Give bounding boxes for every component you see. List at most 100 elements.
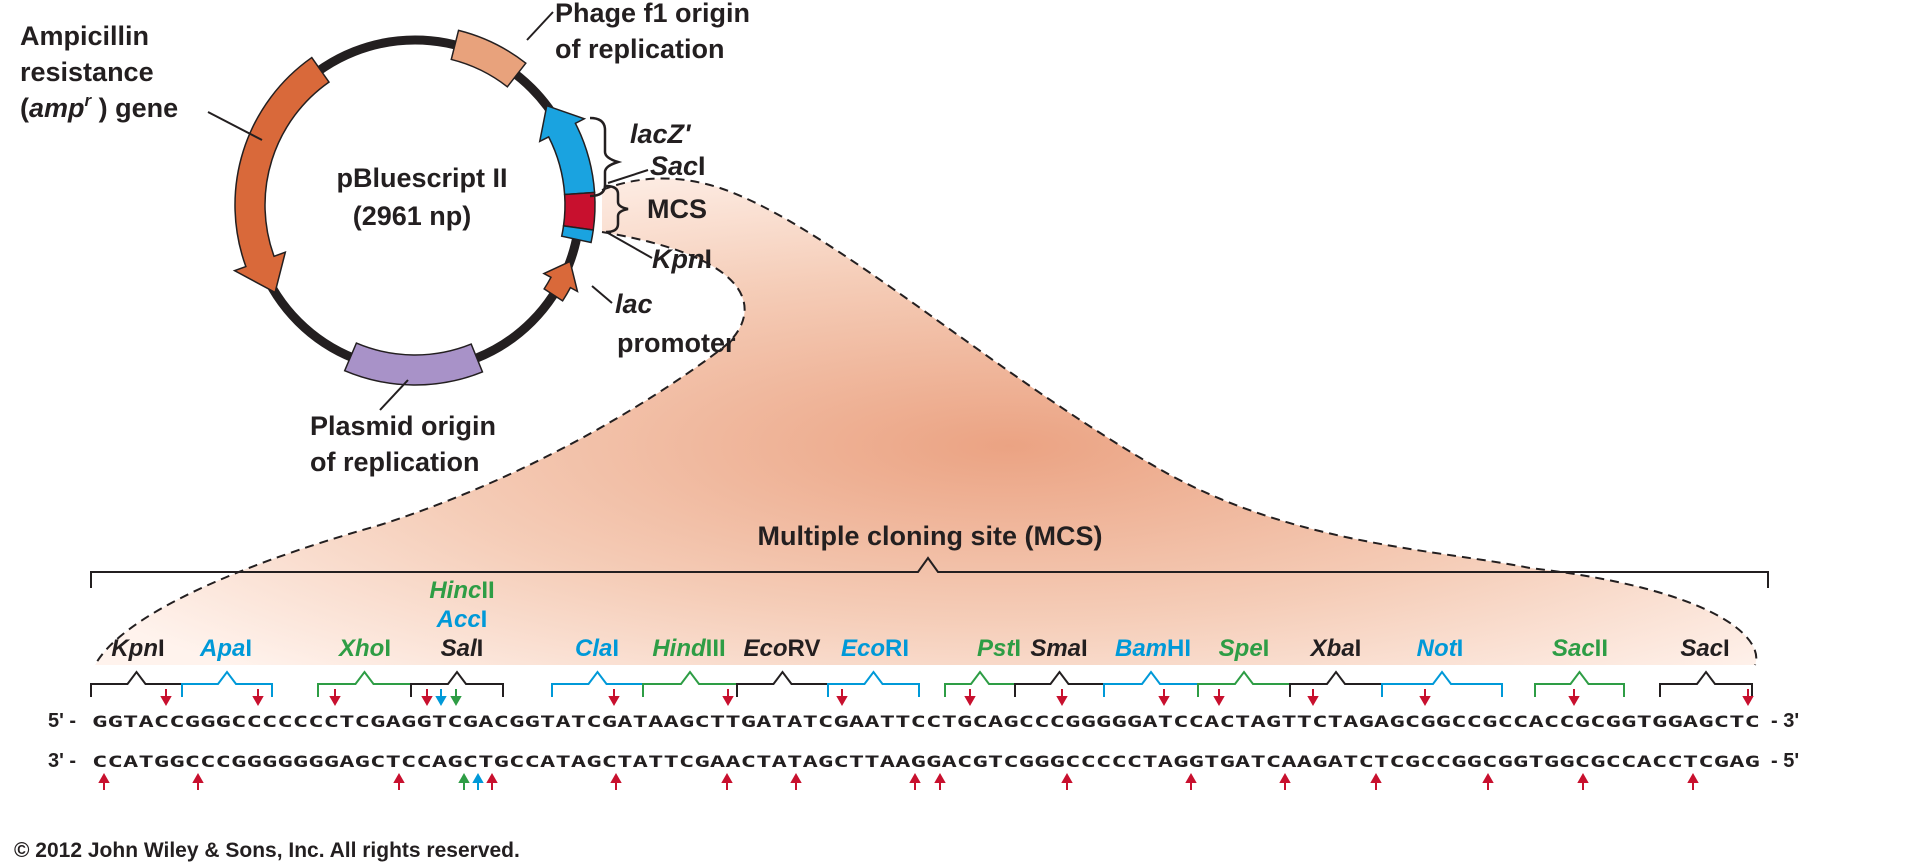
enzyme-label-smai: SmaI [1030, 635, 1087, 662]
lacz-tail-block [560, 225, 595, 244]
cut-site-arrow-top [1158, 689, 1170, 707]
enzyme-site-bracket [551, 670, 644, 697]
mcs-title: Multiple cloning site (MCS) [758, 521, 1103, 551]
cut-site-arrow-top [608, 689, 620, 707]
amp-label-line3: (ampr ) gene [20, 91, 178, 123]
cut-site-arrow-top [1419, 689, 1431, 707]
cut-site-arrow-bottom [1577, 772, 1589, 790]
cut-site-arrow-bottom [1482, 772, 1494, 790]
cut-arrow-layer [98, 689, 1754, 790]
cut-site-arrow-top [450, 689, 462, 707]
enzyme-label-hindiii: HindIII [652, 635, 725, 662]
enzyme-label-acci: AccI [436, 606, 488, 633]
amp-resistance-arrow [232, 56, 331, 294]
cut-site-arrow-bottom [192, 772, 204, 790]
cut-site-arrow-bottom [1279, 772, 1291, 790]
mcs-expansion-shape [95, 178, 1757, 665]
enzyme-site-bracket [1659, 670, 1753, 697]
lac-label: lac [615, 289, 653, 319]
cut-site-arrow-top [329, 689, 341, 707]
enzyme-label-xhoi: XhoI [337, 635, 391, 662]
enzyme-label-bamhi: BamHI [1115, 635, 1191, 662]
enzyme-site-bracket [1381, 670, 1503, 697]
lac-promoter-arrow [542, 260, 579, 302]
enzyme-site-bracket [1534, 670, 1625, 697]
enzyme-site-bracket [1197, 670, 1291, 697]
enzyme-label-xbai: XbaI [1309, 635, 1362, 662]
enzyme-site-bracket [317, 670, 412, 697]
bottom-strand-sequence: CCATGGCCCGGGGGGGAGCTCCAGCTGCCATAGCTATTCG… [92, 752, 1760, 771]
promoter-label: promoter [617, 328, 736, 358]
cut-site-arrow-top [1213, 689, 1225, 707]
ori-label-line2: of replication [310, 447, 480, 477]
cut-site-arrow-top [160, 689, 172, 707]
kpni-label: KpnI [652, 244, 712, 274]
cut-site-arrow-top [1307, 689, 1319, 707]
cut-site-arrow-top [836, 689, 848, 707]
top-strand-start: 5' - [48, 710, 76, 732]
mcs-block [562, 191, 596, 231]
enzyme-site-bracket [944, 670, 1016, 697]
enzyme-label-kpni: KpnI [111, 635, 164, 662]
bottom-strand-start: 3' - [48, 750, 76, 772]
lacz-label: lacZ' [630, 119, 692, 149]
top-strand-sequence: GGTACCGGGCCCCCCCTCGAGGTCGACGGTATCGATAAGC… [92, 712, 1760, 731]
cut-site-arrow-bottom [458, 772, 470, 790]
cut-site-arrow-bottom [721, 772, 733, 790]
mcs-brace [605, 184, 629, 234]
cut-site-arrow-bottom [98, 772, 110, 790]
phage-origin-block [450, 29, 527, 88]
kpni-leader-line [607, 232, 653, 259]
enzyme-label-apai: ApaI [199, 635, 252, 662]
amp-leader-line [207, 111, 263, 141]
enzyme-site-bracket [1289, 670, 1383, 697]
enzyme-label-ecori: EcoRI [841, 635, 909, 662]
phage-leader-line [526, 11, 554, 41]
enzyme-site-bracket [1014, 670, 1105, 697]
ori-leader-line [379, 379, 409, 411]
cut-site-arrow-bottom [1061, 772, 1073, 790]
enzyme-label-clai: ClaI [575, 635, 619, 662]
ori-label-line1: Plasmid origin [310, 411, 496, 441]
cut-site-arrow-top [964, 689, 976, 707]
cut-site-arrow-bottom [1370, 772, 1382, 790]
cut-site-arrow-bottom [1687, 772, 1699, 790]
mcs-label: MCS [647, 194, 707, 224]
cut-site-arrow-bottom [934, 772, 946, 790]
plasmid-origin-block [343, 342, 484, 386]
enzyme-site-bracket [736, 670, 829, 697]
phage-label-line1: Phage f1 origin [555, 0, 750, 28]
cut-site-arrow-top [1742, 689, 1754, 707]
cut-site-arrow-top [252, 689, 264, 707]
plasmid-size: (2961 np) [353, 201, 472, 231]
cut-site-arrow-bottom [909, 772, 921, 790]
enzyme-site-bracket [827, 670, 920, 697]
enzyme-site-bracket [642, 670, 738, 697]
enzyme-label-sacii: SacII [1552, 635, 1608, 662]
enzyme-label-ecorv: EcoRV [744, 635, 821, 662]
phage-label-line2: of replication [555, 34, 725, 64]
lac-leader-line [591, 285, 613, 304]
enzyme-label-saci: SacI [1680, 635, 1729, 662]
cut-site-arrow-bottom [486, 772, 498, 790]
amp-label-line1: Ampicillin [20, 21, 149, 51]
cut-site-arrow-bottom [393, 772, 405, 790]
saci-leader-line [607, 169, 649, 184]
cut-site-arrow-top [421, 689, 433, 707]
enzyme-site-bracket [1103, 670, 1199, 697]
enzyme-label-psti: PstI [977, 635, 1021, 662]
lacz-arrow [538, 104, 596, 196]
enzyme-label-noti: NotI [1417, 635, 1464, 662]
top-strand-end: - 3' [1771, 710, 1799, 732]
enzyme-site-bracket [181, 670, 273, 697]
plasmid-name: pBluescript II [336, 163, 507, 193]
bottom-strand-end: - 5' [1771, 750, 1799, 772]
saci-label: SacI [650, 151, 706, 181]
enzyme-label-sali: SalI [441, 635, 484, 662]
cut-site-arrow-bottom [610, 772, 622, 790]
amp-label-line2: resistance [20, 57, 154, 87]
enzyme-site-bracket [90, 670, 183, 697]
enzyme-label-hincii: HincII [429, 577, 494, 604]
